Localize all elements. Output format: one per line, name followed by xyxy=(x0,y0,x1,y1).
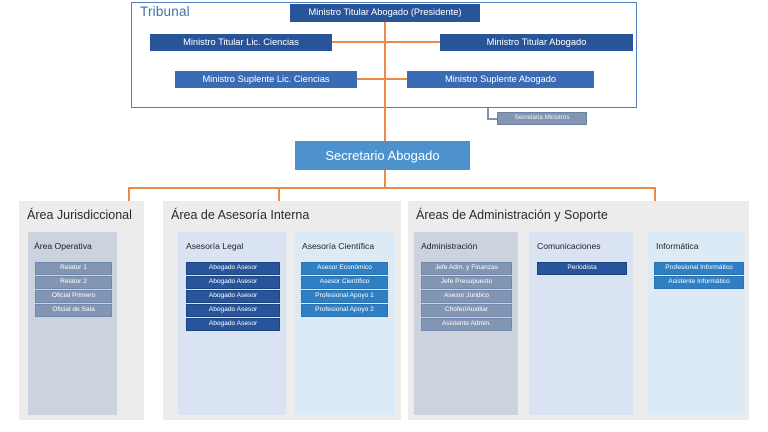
spine-vertical-connector xyxy=(384,22,386,150)
subpanel-title-asesoria-legal: Asesoría Legal xyxy=(186,241,244,251)
subpanel-title-administracion: Administración xyxy=(421,241,478,251)
drop-connector-jurisdiccional xyxy=(128,187,130,202)
subpanel-title-comunicaciones: Comunicaciones xyxy=(537,241,601,251)
node-ministro-titular-abogado[interactable]: Ministro Titular Abogado xyxy=(440,34,633,51)
chip-jefe-adm-finanzas[interactable]: Jefe Adm. y Finanzas xyxy=(421,262,512,275)
tribunal-title: Tribunal xyxy=(140,4,190,19)
area-title-asesoria-interna: Área de Asesoría Interna xyxy=(171,208,310,222)
chip-asesor-juridico[interactable]: Asesor Juridico xyxy=(421,290,512,303)
chip-relator-1[interactable]: Relator 1 xyxy=(35,262,112,275)
chip-asistente-admin[interactable]: Asistente Admin. xyxy=(421,318,512,331)
chip-oficial-primero[interactable]: Oficial Primero xyxy=(35,290,112,303)
drop-connector-administracion xyxy=(654,187,656,202)
chip-abogado-asesor-2[interactable]: Abogado Asesor xyxy=(186,276,280,289)
subpanel-title-area-operativa: Área Operativa xyxy=(34,241,92,251)
subpanel-comunicaciones xyxy=(529,232,633,415)
chip-asistente-informatico[interactable]: Asistente Informático xyxy=(654,276,744,289)
chip-abogado-asesor-1[interactable]: Abogado Asesor xyxy=(186,262,280,275)
chip-profesional-apoyo-2[interactable]: Profesional Apoyo 2 xyxy=(301,304,388,317)
subpanel-informatica xyxy=(648,232,745,415)
area-title-jurisdiccional: Área Jurisdiccional xyxy=(27,208,132,222)
node-ministro-titular-lic-ciencias[interactable]: Ministro Titular Lic. Ciencias xyxy=(150,34,332,51)
node-ministro-presidente[interactable]: Ministro Titular Abogado (Presidente) xyxy=(290,4,480,22)
subpanel-asesoria-cientifica xyxy=(295,232,395,415)
chip-chofer-auxiliar[interactable]: Chofer/Auxiliar xyxy=(421,304,512,317)
chip-asesor-economico[interactable]: Asesor Económico xyxy=(301,262,388,275)
chip-profesional-apoyo-1[interactable]: Profesional Apoyo 1 xyxy=(301,290,388,303)
subpanel-area-operativa xyxy=(28,232,117,415)
drop-connector-asesoria xyxy=(278,187,280,202)
chip-jefe-presupuesto[interactable]: Jefe Presupuesto xyxy=(421,276,512,289)
areas-distribution-bar xyxy=(128,187,656,189)
suplentes-horizontal-connector xyxy=(357,78,407,80)
secretario-down-connector xyxy=(384,170,386,188)
chip-abogado-asesor-5[interactable]: Abogado Asesor xyxy=(186,318,280,331)
chip-abogado-asesor-3[interactable]: Abogado Asesor xyxy=(186,290,280,303)
titulares-horizontal-connector xyxy=(332,41,440,43)
chip-abogado-asesor-4[interactable]: Abogado Asesor xyxy=(186,304,280,317)
chip-relator-2[interactable]: Relator 2 xyxy=(35,276,112,289)
node-ministro-suplente-abogado[interactable]: Ministro Suplente Abogado xyxy=(407,71,594,88)
node-secretaria-ministros[interactable]: Secretaria Ministros xyxy=(497,112,587,125)
secretaria-horizontal-connector xyxy=(487,118,499,120)
secretaria-vertical-connector xyxy=(487,108,489,119)
chip-oficial-de-sala[interactable]: Oficial de Sala xyxy=(35,304,112,317)
area-title-administracion-soporte: Áreas de Administración y Soporte xyxy=(416,208,608,222)
chip-profesional-informatico[interactable]: Profesional Informático xyxy=(654,262,744,275)
chip-asesor-cientifico[interactable]: Asesor Científico xyxy=(301,276,388,289)
subpanel-title-asesoria-cientifica: Asesoría Científica xyxy=(302,241,375,251)
node-ministro-suplente-lic-ciencias[interactable]: Ministro Suplente Lic. Ciencias xyxy=(175,71,357,88)
chip-periodista[interactable]: Periodista xyxy=(537,262,627,275)
subpanel-title-informatica: Informática xyxy=(656,241,699,251)
node-secretario-abogado[interactable]: Secretario Abogado xyxy=(295,141,470,170)
